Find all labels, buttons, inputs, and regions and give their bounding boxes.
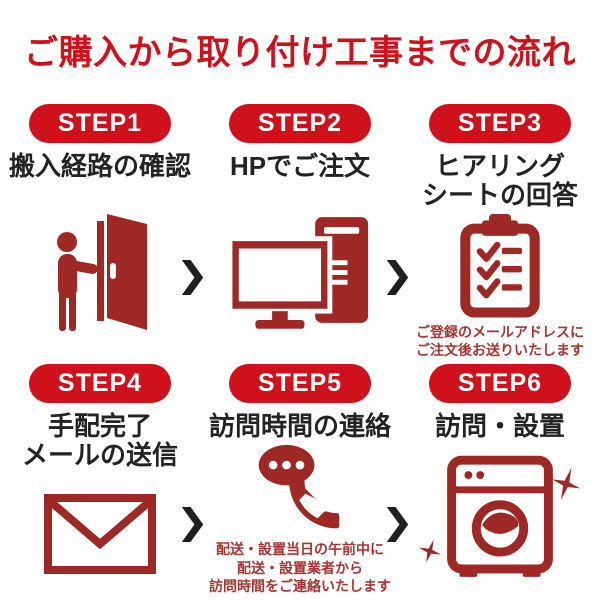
chevron-right-icon bbox=[386, 259, 409, 296]
chevron-right-icon bbox=[181, 506, 204, 543]
step4-label: 手配完了 メールの送信 bbox=[21, 411, 178, 471]
step5-badge: STEP5 bbox=[229, 364, 371, 403]
step1-badge: STEP1 bbox=[29, 104, 171, 143]
step4-badge: STEP4 bbox=[29, 364, 171, 403]
phone-chat-icon bbox=[258, 444, 340, 529]
step2-badge: STEP2 bbox=[229, 104, 371, 143]
step-4: STEP4 手配完了 メールの送信 bbox=[0, 364, 200, 598]
page-title: ご購入から取り付け工事までの流れ bbox=[24, 34, 576, 72]
step1-label: 搬入経路の確認 bbox=[8, 151, 191, 181]
chevron-right-icon bbox=[386, 506, 409, 543]
step3-badge: STEP3 bbox=[429, 104, 571, 143]
step2-label: HPでご注文 bbox=[229, 151, 371, 181]
sparkle-icon bbox=[418, 539, 442, 563]
step-6: STEP6 訪問・設置 bbox=[400, 364, 600, 598]
step6-badge: STEP6 bbox=[429, 364, 571, 403]
desktop-computer-icon bbox=[229, 216, 369, 329]
step-1: STEP1 搬入経路の確認 bbox=[0, 104, 200, 362]
envelope-icon bbox=[44, 494, 156, 575]
step5-note: 配送・設置当日の午前中に 配送・設置業者から 訪問時間をご連絡いたします bbox=[209, 541, 391, 594]
step5-label: 訪問時間の連絡 bbox=[208, 411, 391, 441]
chevron-right-icon bbox=[181, 259, 204, 296]
step-3: STEP3 ヒアリング シートの回答 bbox=[400, 104, 600, 362]
washing-machine-icon bbox=[418, 455, 581, 577]
checklist-clipboard-icon bbox=[460, 214, 540, 318]
step3-note: ご登録のメールアドレスに ご注文後お送りいたします bbox=[416, 323, 584, 358]
step3-label: ヒアリング シートの回答 bbox=[421, 151, 578, 211]
step6-label: 訪問・設置 bbox=[434, 411, 565, 441]
steps-row-2: STEP4 手配完了 メールの送信 STEP5 訪問時間の連絡 bbox=[0, 364, 600, 598]
door-person-icon bbox=[57, 213, 147, 331]
step-5: STEP5 訪問時間の連絡 配送・設置当日の午前中に 配送・設置業者から 訪問時… bbox=[200, 364, 400, 598]
steps-row-1: STEP1 搬入経路の確認 STEP2 bbox=[0, 104, 600, 362]
step-2: STEP2 HPでご注文 bbox=[200, 104, 400, 362]
sparkle-icon bbox=[552, 467, 581, 500]
